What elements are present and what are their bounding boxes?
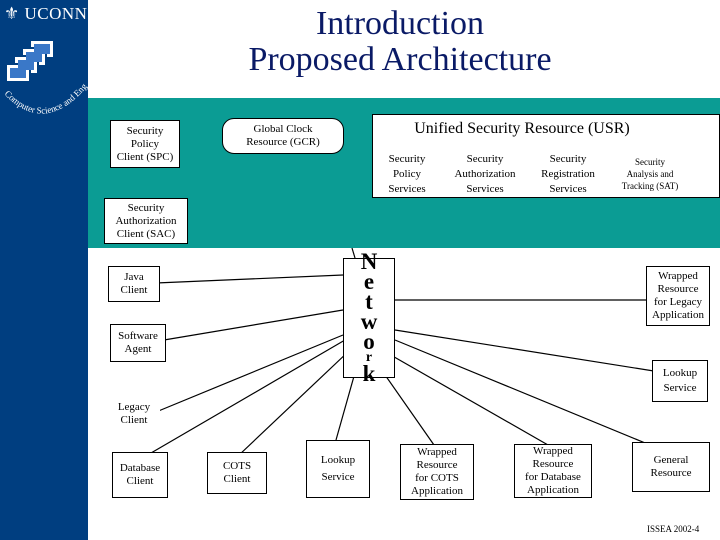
wrapped-database-box: Wrapped Resource for Database Applicatio… [514, 444, 592, 498]
global-clock-resource-box: Global Clock Resource (GCR) [222, 118, 344, 154]
java-client-box: Java Client [108, 266, 160, 302]
wrapped-legacy-box: Wrapped Resource for Legacy Application [646, 266, 710, 326]
security-analysis-tracking: Security Analysis and Tracking (SAT) [621, 157, 679, 191]
software-agent-box: Software Agent [110, 324, 166, 362]
page-title: Introduction Proposed Architecture [160, 6, 640, 78]
usr-title: Unified Security Resource (USR) [414, 120, 630, 137]
usr-container [372, 114, 720, 198]
wrapped-cots-box: Wrapped Resource for COTS Application [400, 444, 474, 500]
security-registration-services: Security Registration Services [541, 153, 595, 195]
title-line-2: Proposed Architecture [248, 41, 552, 78]
network-hub: N e t w o r k [343, 250, 395, 385]
database-client-box: Database Client [112, 452, 168, 498]
logo-text: UCONN [24, 4, 88, 23]
cots-client-box: COTS Client [207, 452, 267, 494]
computer-network-logo-icon: Computer Science and Engineering [0, 28, 88, 116]
uconn-logo: ⚜ UCONN [4, 4, 88, 23]
security-policy-client-box: Security Policy Client (SPC) [110, 120, 180, 168]
footer-label: ISSEA 2002-4 [647, 524, 700, 534]
security-policy-services: Security Policy Services [388, 153, 426, 195]
lookup-service-bottom-box: Lookup Service [306, 440, 370, 498]
sidebar-band [0, 0, 88, 540]
legacy-client-box: Legacy Client [108, 396, 160, 432]
security-authorization-client-box: Security Authorization Client (SAC) [104, 198, 188, 244]
general-resource-box: General Resource [632, 442, 710, 492]
lookup-service-right-box: Lookup Service [652, 360, 708, 402]
title-line-1: Introduction [315, 5, 485, 42]
security-authorization-services: Security Authorization Services [454, 153, 516, 195]
